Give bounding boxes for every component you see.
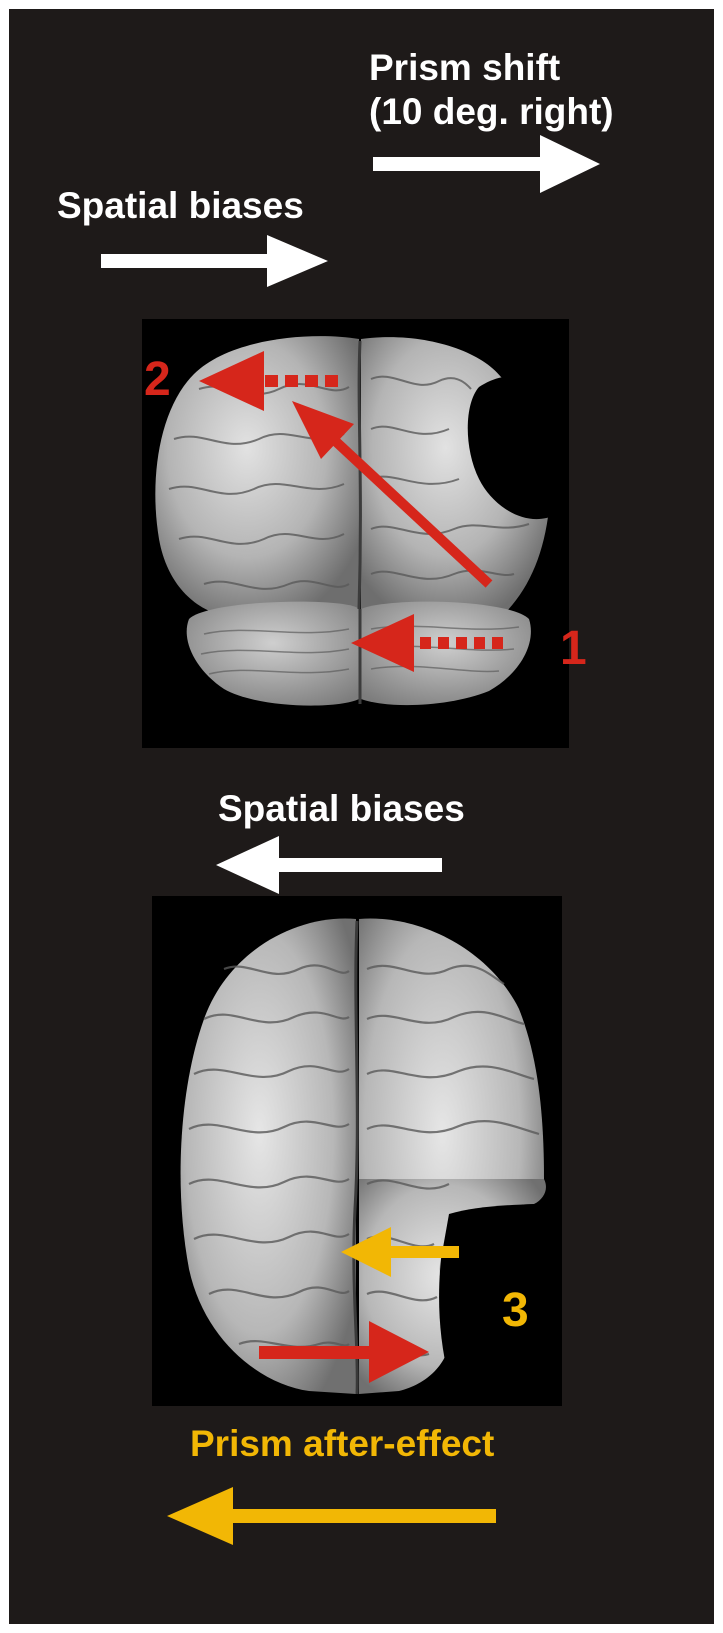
prism-after-effect-label: Prism after-effect xyxy=(190,1423,494,1465)
spatial-biases-right-arrow xyxy=(101,235,328,287)
prism-after-effect-arrow xyxy=(167,1487,496,1545)
prism-shift-label-line2: (10 deg. right) xyxy=(369,91,614,133)
prism-shift-label-line1: Prism shift xyxy=(369,47,560,89)
spatial-biases-left-arrow xyxy=(216,836,442,894)
bottom-brain-image xyxy=(181,919,554,1394)
figure-canvas: Prism shift (10 deg. right) Spatial bias… xyxy=(9,9,714,1624)
spatial-biases-top-label: Spatial biases xyxy=(57,185,304,227)
bottom-brain-panel xyxy=(152,896,562,1406)
prism-shift-arrow xyxy=(373,135,600,193)
marker-3: 3 xyxy=(502,1285,529,1337)
marker-1: 1 xyxy=(560,623,587,675)
marker-2: 2 xyxy=(144,354,171,406)
top-brain-image xyxy=(155,336,557,705)
spatial-biases-middle-label: Spatial biases xyxy=(218,788,465,830)
